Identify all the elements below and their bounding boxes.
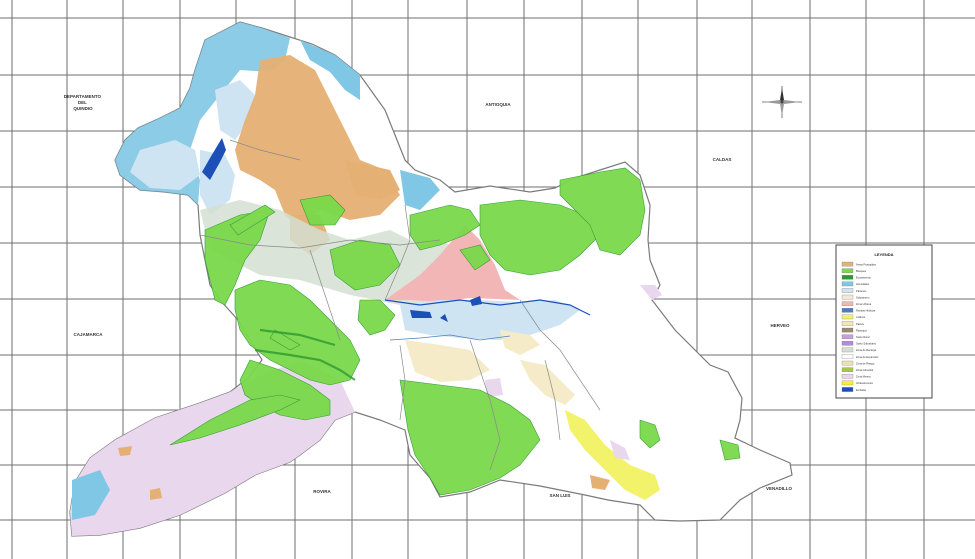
compass-rose-icon [762,86,802,118]
legend-swatch [841,275,854,280]
label-caldas: CALDAS [713,157,732,162]
legend-label: Suelo Suburbano [856,342,877,346]
legend-label: Cultivos [856,315,866,319]
label-cajamarca: CAJAMARCA [74,332,104,337]
legend-swatch [841,347,854,353]
legend-swatch [841,354,854,359]
label-antioquia: ANTIOQUIA [485,102,511,107]
internal-boundaries [199,139,601,471]
legend-label: Zona de Expansión [856,355,879,359]
region-labels: DEPARTAMENTO DEL QUINDIO ANTIOQUIA CALDA… [64,94,793,498]
legend-label: Zona Urbana [856,302,872,306]
riparian-corridor [254,328,356,381]
legend-swatch [841,327,854,333]
label-rovira: ROVIRA [313,489,331,494]
legend-label: Bosques [856,269,867,273]
legend-label: Zona de Recarga [856,348,877,352]
main-river [384,299,591,316]
legend-swatch [841,380,854,386]
label-herveo: HERVEO [771,323,790,328]
legend-swatch [841,374,854,379]
legend-label: Infraestructura [856,381,873,385]
label-sanluis: SAN LUIS [549,493,570,498]
legend-label: Rondas Hídricas [856,309,876,313]
legend-label: Suelo Rural [856,335,870,339]
legend-swatch [841,360,854,366]
legend-label: Páramos [856,289,867,293]
legend: LEYENDA Áreas ProtegidasBosquesEcosistem… [835,244,933,399]
legend-label: Embalse [856,388,867,392]
legend-title: LEYENDA [874,252,893,257]
legend-swatch [841,261,854,267]
legend-label: Zona Minera [856,375,871,379]
legend-swatch [841,341,854,346]
legend-label: Subpáramo [856,295,870,299]
legend-label: Áreas Protegidas [856,262,877,266]
legend-swatch [841,387,854,392]
legend-label: Zona de Riesgo [856,361,875,365]
legend-swatch [841,314,854,320]
label-quindio: DEPARTAMENTO DEL QUINDIO [64,94,103,111]
legend-label: Humedales [856,282,870,286]
legend-swatch [841,308,854,313]
label-venadillo: VENADILLO [766,486,793,491]
legend-label: Ecosistemas [856,276,871,280]
legend-swatch [841,288,854,293]
legend-swatch [841,367,854,372]
legend-items: Áreas ProtegidasBosquesEcosistemasHumeda… [841,261,879,392]
legend-swatch [841,294,854,300]
legend-swatch [841,281,854,287]
legend-swatch [841,268,854,273]
legend-label: Rastrojos [856,328,868,332]
legend-label: Zona Industrial [856,368,874,372]
vegetation-cover [169,167,741,496]
legend-swatch [841,301,854,306]
legend-swatch [841,334,854,339]
river-channel [389,334,511,341]
legend-label: Pastos [856,322,865,326]
legend-swatch [841,321,854,326]
